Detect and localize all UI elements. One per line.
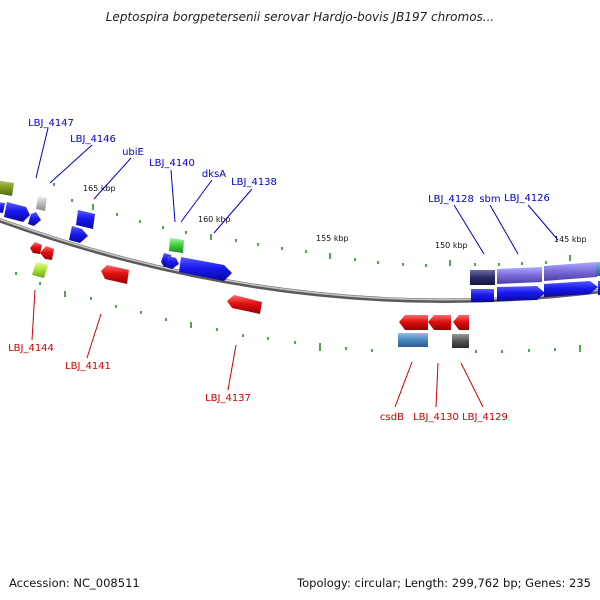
gene-purple-block[interactable] [497, 267, 542, 284]
tick-label-165kbp: 165 kbp [83, 184, 116, 193]
gene-label-ubie[interactable]: ubiE [122, 147, 144, 158]
gene-arrow-forward[interactable] [4, 202, 30, 222]
gene-light-gray[interactable] [36, 196, 47, 211]
tick-label-145kbp: 145 kbp [554, 235, 587, 244]
gene-label-lbj4144[interactable]: LBJ_4144 [8, 343, 54, 354]
tick-label-160kbp: 160 kbp [198, 215, 231, 224]
gene-label-lbj4126[interactable]: LBJ_4126 [504, 193, 550, 204]
gene-arrow-reverse[interactable] [428, 315, 451, 330]
gene-arrow-forward[interactable] [0, 202, 5, 213]
gene-label-lbj4146[interactable]: LBJ_4146 [70, 134, 116, 145]
gene-label-lbj4130[interactable]: LBJ_4130 [413, 412, 459, 423]
gene-arrow-reverse[interactable] [453, 315, 469, 330]
gene-navy-block[interactable] [470, 270, 495, 285]
gene-arrow-forward[interactable] [497, 286, 545, 301]
gene-label-lbj4140[interactable]: LBJ_4140 [149, 158, 195, 169]
genome-summary: Topology: circular; Length: 299,762 bp; … [297, 576, 591, 590]
gene-label-lbj4128[interactable]: LBJ_4128 [428, 194, 474, 205]
gene-steel-block[interactable] [398, 333, 428, 347]
gene-lime-block[interactable] [32, 262, 48, 278]
gene-gray-block[interactable] [452, 334, 469, 348]
gene-arrow-forward[interactable] [28, 212, 41, 226]
tick-label-150kbp: 150 kbp [435, 241, 468, 250]
inner-tick-ring [15, 272, 581, 353]
map-title: Leptospira borgpetersenii serovar Hardjo… [105, 10, 495, 24]
gene-arrow-reverse[interactable] [30, 242, 42, 254]
gene-label-dksa[interactable]: dksA [202, 169, 226, 180]
gene-label-lbj4137[interactable]: LBJ_4137 [205, 393, 251, 404]
reverse-callout-lines [31, 289, 484, 408]
gene-arrow-reverse[interactable] [399, 315, 428, 330]
gene-label-lbj4138[interactable]: LBJ_4138 [231, 177, 277, 188]
gene-label-lbj4147[interactable]: LBJ_4147 [28, 118, 74, 129]
gene-arrow-reverse[interactable] [101, 265, 129, 284]
gene-arrow-forward[interactable] [76, 210, 95, 229]
gene-olive-block[interactable] [0, 180, 14, 196]
gene-arrow-forward[interactable] [471, 289, 494, 302]
gene-arrow-forward[interactable] [69, 226, 88, 243]
forward-genes [0, 180, 600, 302]
gene-label-lbj4141[interactable]: LBJ_4141 [65, 361, 111, 372]
gene-purple-block[interactable] [544, 262, 597, 281]
gene-arrow-forward[interactable] [544, 281, 598, 297]
accession-info: Accession: NC_008511 [9, 576, 140, 590]
gene-arrow-forward[interactable] [179, 257, 232, 281]
gene-label-sbm[interactable]: sbm [479, 194, 500, 205]
gene-green-block[interactable] [169, 238, 184, 253]
reverse-genes [30, 242, 469, 348]
gene-arrow-forward[interactable] [166, 256, 179, 269]
gene-label-csdb[interactable]: csdB [380, 412, 404, 423]
gene-arrow-reverse[interactable] [40, 246, 54, 260]
gene-arrow-reverse[interactable] [227, 295, 262, 314]
forward-callout-lines [35, 127, 559, 255]
outer-tick-ring [53, 183, 571, 267]
tick-label-155kbp: 155 kbp [316, 234, 349, 243]
gene-steel-block[interactable] [596, 262, 600, 276]
gene-label-lbj4129[interactable]: LBJ_4129 [462, 412, 508, 423]
